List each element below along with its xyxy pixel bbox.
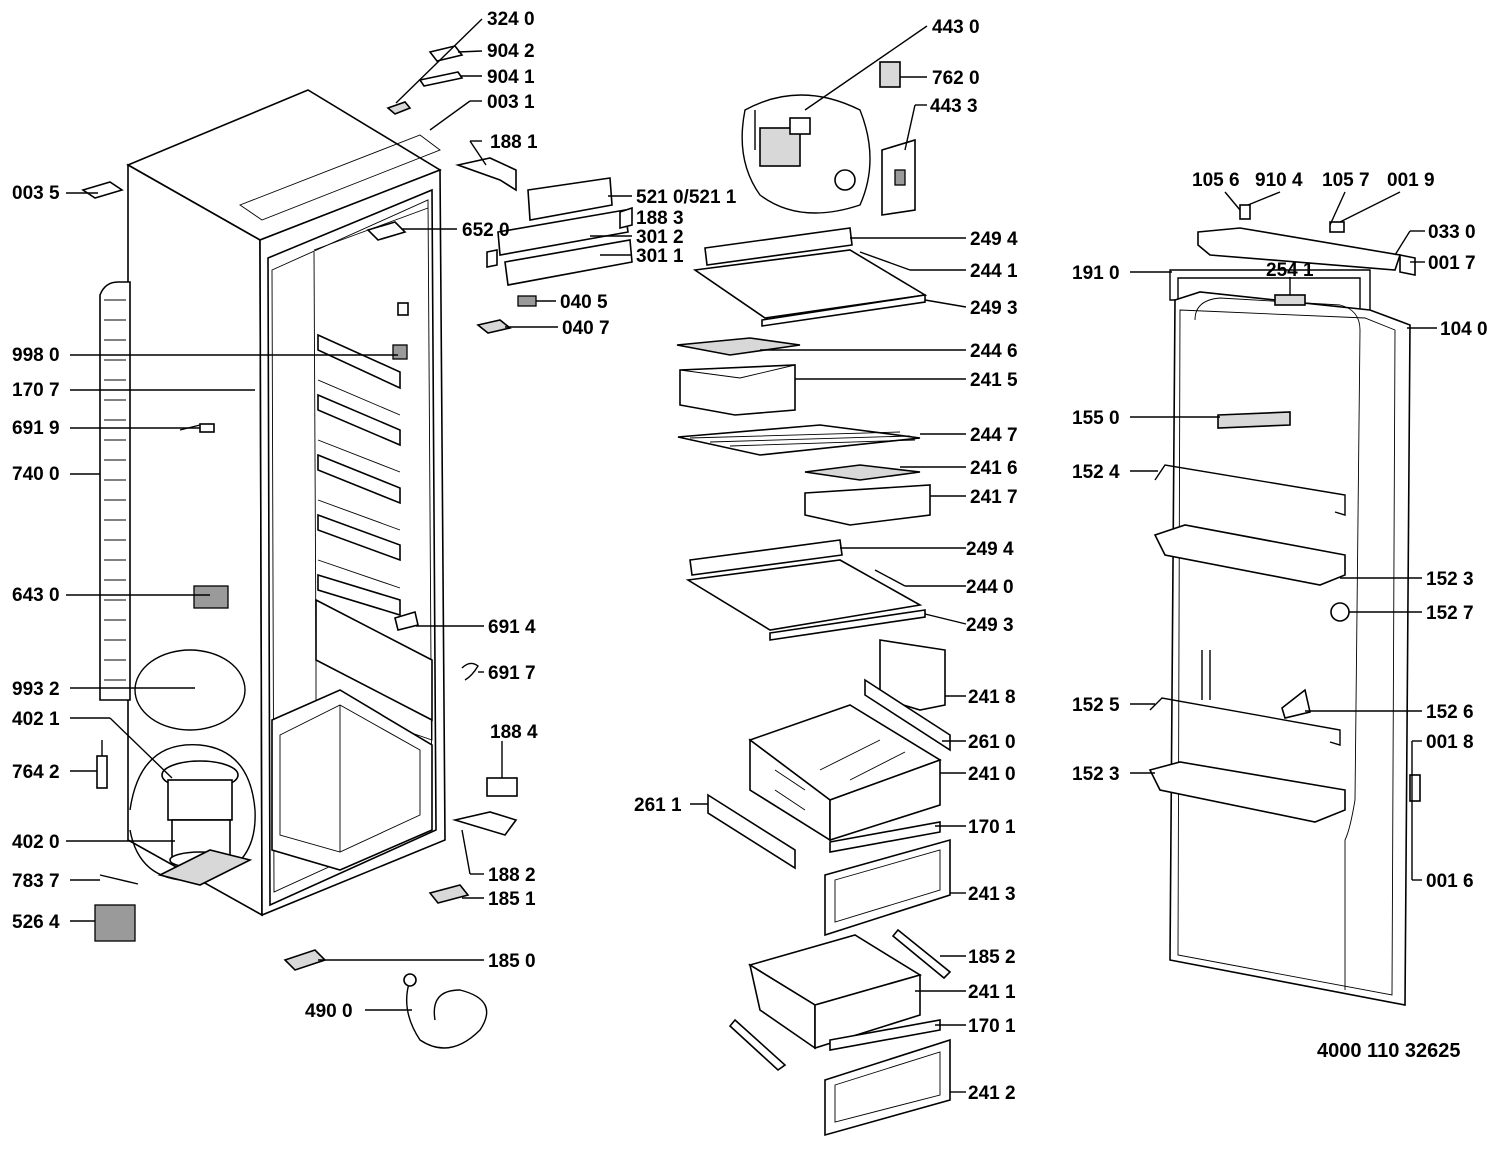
- part-label: 244 0: [966, 577, 1014, 598]
- part-label: 105 7: [1322, 170, 1370, 191]
- part-label: 241 7: [970, 487, 1018, 508]
- part-label: 526 4: [12, 912, 60, 933]
- part-label: 188 3: [636, 208, 684, 229]
- part-label: 443 0: [932, 17, 980, 38]
- part-label: 241 6: [970, 458, 1018, 479]
- part-label: 261 0: [968, 732, 1016, 753]
- part-label: 643 0: [12, 585, 60, 606]
- part-label: 185 0: [488, 951, 536, 972]
- part-label: 244 6: [970, 341, 1018, 362]
- part-label: 254 1: [1266, 260, 1314, 281]
- part-label: 105 6: [1192, 170, 1240, 191]
- part-label: 910 4: [1255, 170, 1303, 191]
- part-label: 691 4: [488, 617, 536, 638]
- part-label: 241 5: [970, 370, 1018, 391]
- shelves-drawers-illustration: [676, 61, 952, 1137]
- part-label: 691 9: [12, 418, 60, 439]
- document-number: 4000 110 32625: [1317, 1040, 1461, 1062]
- door-illustration: [1148, 204, 1421, 1006]
- part-label: 998 0: [12, 345, 60, 366]
- part-label: 402 0: [12, 832, 60, 853]
- part-label: 152 7: [1426, 603, 1474, 624]
- condenser-coil: [99, 281, 131, 701]
- part-label: 188 4: [490, 722, 538, 743]
- part-label: 762 0: [932, 68, 980, 89]
- part-label: 001 9: [1387, 170, 1435, 191]
- part-label: 241 3: [968, 884, 1016, 905]
- part-label: 040 7: [562, 318, 610, 339]
- part-label: 001 8: [1426, 732, 1474, 753]
- part-label: 249 3: [966, 615, 1014, 636]
- shelf-supports: [317, 333, 401, 617]
- part-label: 904 2: [487, 41, 535, 62]
- part-label: 003 1: [487, 92, 535, 113]
- part-label: 904 1: [487, 67, 535, 88]
- part-label: 241 8: [968, 687, 1016, 708]
- part-label: 152 4: [1072, 462, 1120, 483]
- part-label: 170 1: [968, 1016, 1016, 1037]
- part-label: 241 0: [968, 764, 1016, 785]
- part-label: 783 7: [12, 871, 60, 892]
- part-label: 155 0: [1072, 408, 1120, 429]
- part-label: 691 7: [488, 663, 536, 684]
- part-label: 001 7: [1428, 253, 1476, 274]
- part-label: 764 2: [12, 762, 60, 783]
- cabinet-illustration: [81, 45, 633, 1049]
- part-label: 261 1: [634, 795, 682, 816]
- part-label: 652 0: [462, 220, 510, 241]
- part-label: 244 7: [970, 425, 1018, 446]
- part-label: 152 3: [1072, 764, 1120, 785]
- part-label: 521 0/521 1: [636, 187, 737, 208]
- part-label: 188 1: [490, 132, 538, 153]
- leader-lines: [66, 18, 1437, 1093]
- part-label: 324 0: [487, 9, 535, 30]
- part-label: 244 1: [970, 261, 1018, 282]
- part-label: 152 6: [1426, 702, 1474, 723]
- part-label: 033 0: [1428, 222, 1476, 243]
- part-label: 040 5: [560, 292, 608, 313]
- part-label: 249 4: [966, 539, 1014, 560]
- part-label: 241 2: [968, 1083, 1016, 1104]
- part-label: 170 1: [968, 817, 1016, 838]
- part-label: 170 7: [12, 380, 60, 401]
- part-label: 001 6: [1426, 871, 1474, 892]
- part-label: 188 2: [488, 865, 536, 886]
- part-label: 152 5: [1072, 695, 1120, 716]
- part-label: 185 1: [488, 889, 536, 910]
- part-label: 152 3: [1426, 569, 1474, 590]
- part-label: 490 0: [305, 1001, 353, 1022]
- part-label: 104 0: [1440, 319, 1488, 340]
- part-label: 003 5: [12, 183, 60, 204]
- part-label: 443 3: [930, 96, 978, 117]
- part-label: 740 0: [12, 464, 60, 485]
- part-labels: 324 0 904 2 904 1 003 1 188 1 003 5 521 …: [12, 9, 1488, 1104]
- part-label: 301 2: [636, 227, 684, 248]
- part-label: 993 2: [12, 679, 60, 700]
- part-label: 249 3: [970, 298, 1018, 319]
- part-label: 191 0: [1072, 263, 1120, 284]
- part-label: 301 1: [636, 246, 684, 267]
- part-label: 402 1: [12, 709, 60, 730]
- part-label: 185 2: [968, 947, 1016, 968]
- part-label: 241 1: [968, 982, 1016, 1003]
- part-label: 249 4: [970, 229, 1018, 250]
